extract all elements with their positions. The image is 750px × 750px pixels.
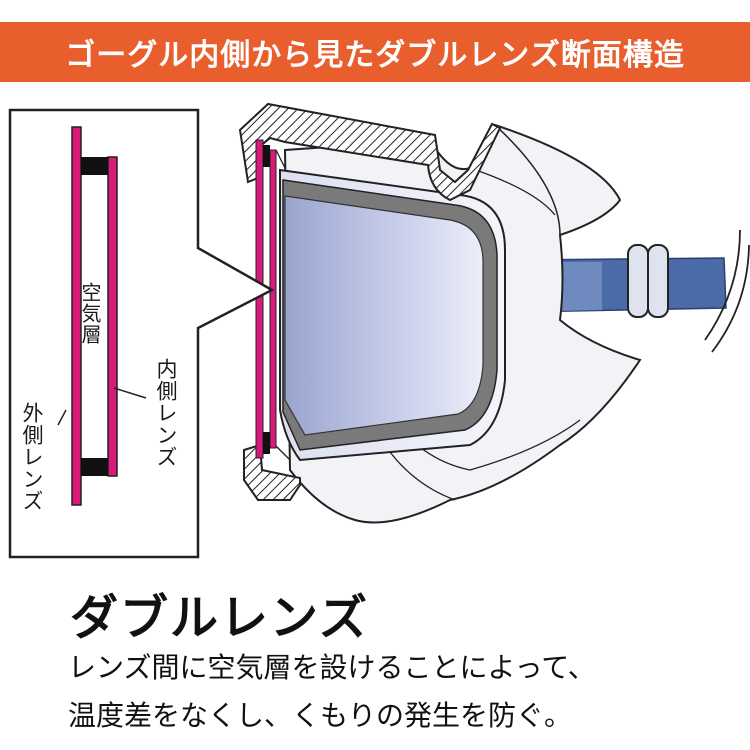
description-line-1: レンズ間に空気層を設けることによって、	[68, 651, 596, 684]
outer-lens-label: 外側レンズ	[20, 402, 44, 512]
callout-box	[8, 108, 275, 559]
air-layer-label: 空気層	[78, 282, 102, 345]
diagram-title: ゴーグル内側から見たダブルレンズ断面構造	[65, 38, 685, 73]
magnified-lens-detail	[57, 126, 147, 506]
description-line-2: 温度差をなくし、くもりの発生を防ぐ。	[68, 699, 573, 732]
strap-edge-lines	[704, 229, 750, 353]
strap-buckle	[627, 244, 669, 318]
inner-lens-label: 内側レンズ	[154, 358, 178, 468]
lens-surface	[284, 195, 484, 436]
strap	[519, 257, 727, 313]
title-banner: ゴーグル内側から見たダブルレンズ断面構造	[0, 22, 750, 82]
heading: ダブルレンズ	[70, 590, 370, 646]
